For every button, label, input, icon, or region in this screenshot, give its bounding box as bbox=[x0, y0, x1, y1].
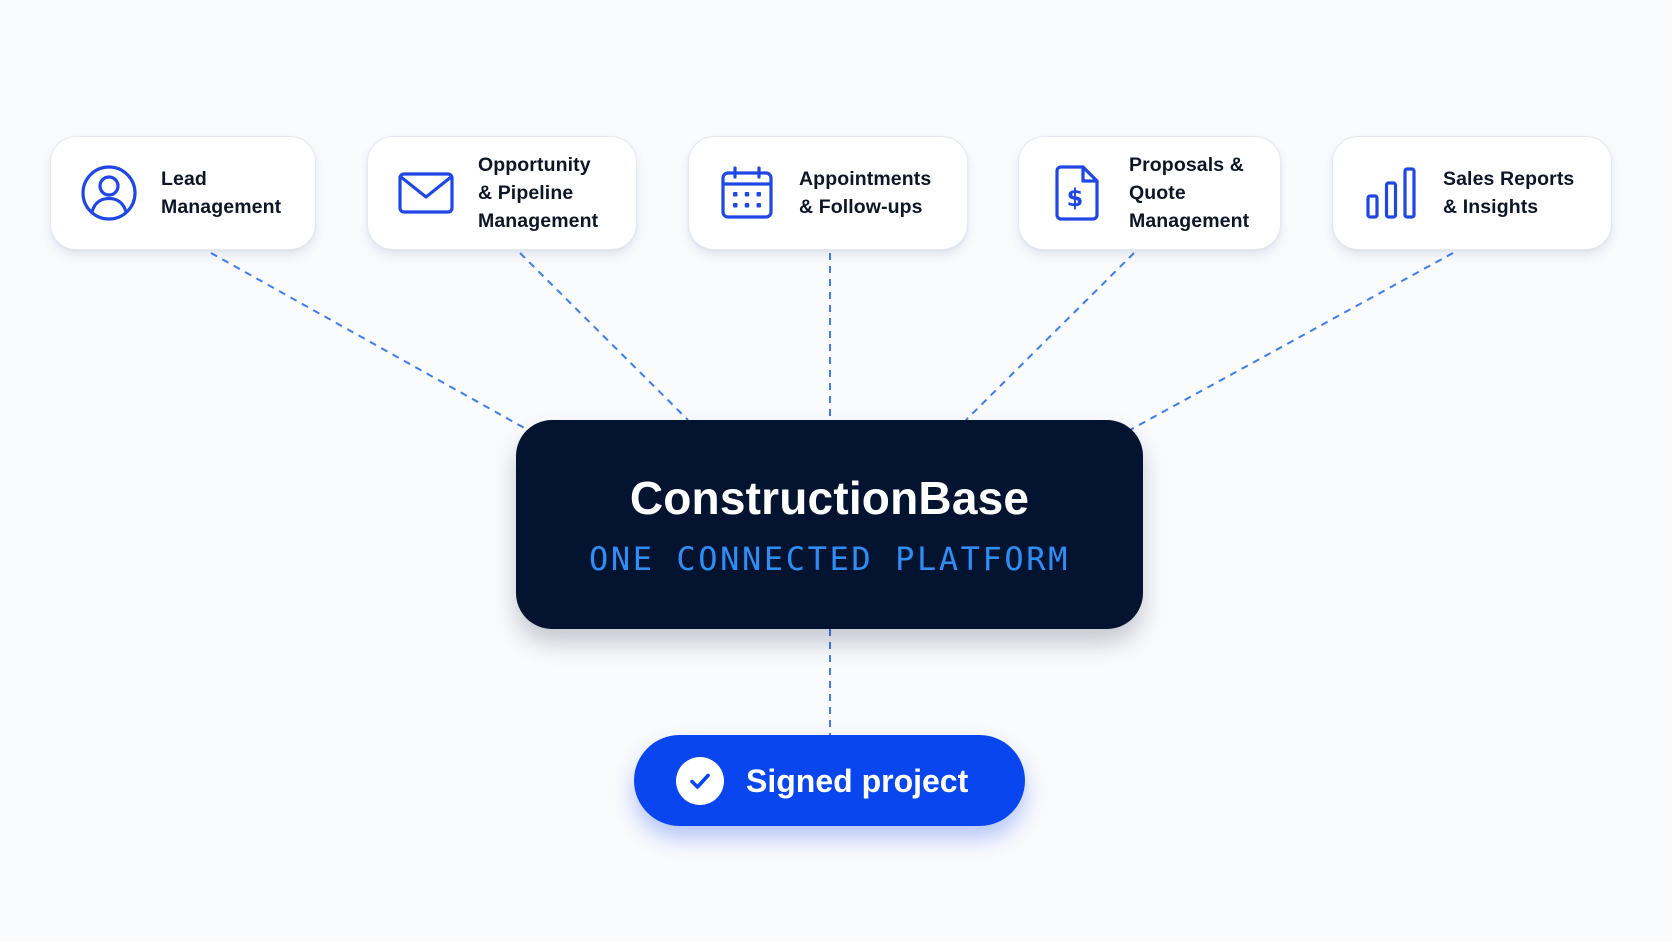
module-card-opportunity-pipeline: Opportunity & Pipeline Management bbox=[367, 136, 637, 250]
module-label-line: & Pipeline bbox=[478, 182, 574, 204]
module-label-line: Lead bbox=[161, 168, 207, 190]
connector-lead bbox=[210, 252, 529, 431]
module-card-sales-reports: Sales Reports & Insights bbox=[1332, 136, 1612, 250]
signed-project-pill: Signed project bbox=[634, 735, 1025, 826]
module-label-line: Sales Reports bbox=[1443, 168, 1575, 190]
envelope-icon bbox=[396, 163, 456, 223]
check-circle-icon bbox=[676, 756, 724, 805]
module-card-appointments: Appointments & Follow-ups bbox=[688, 136, 968, 250]
module-label: Proposals & Quote Management bbox=[1129, 151, 1249, 235]
platform-hub: ConstructionBase ONE CONNECTED PLATFORM bbox=[516, 420, 1143, 629]
hub-subtitle: ONE CONNECTED PLATFORM bbox=[588, 539, 1071, 578]
connector-opportunity bbox=[519, 252, 689, 421]
module-label-line: Management bbox=[478, 210, 599, 232]
dollar-document-icon: $ bbox=[1047, 163, 1107, 223]
svg-text:$: $ bbox=[1067, 184, 1084, 212]
module-label: Opportunity & Pipeline Management bbox=[478, 151, 598, 235]
module-label: Sales Reports & Insights bbox=[1443, 165, 1574, 221]
connector-proposals bbox=[965, 252, 1135, 421]
signed-project-label: Signed project bbox=[746, 762, 969, 799]
module-label-line: Proposals & bbox=[1129, 154, 1244, 176]
module-label-line: Quote bbox=[1129, 182, 1186, 204]
module-card-lead-management: Lead Management bbox=[50, 136, 316, 250]
module-label-line: Management bbox=[161, 196, 282, 218]
bar-chart-icon bbox=[1361, 163, 1421, 223]
module-label-line: & Insights bbox=[1443, 196, 1539, 218]
module-label-line: Opportunity bbox=[478, 154, 591, 176]
user-icon bbox=[79, 163, 139, 223]
calendar-icon bbox=[717, 163, 777, 223]
module-card-proposals-quotes: $ Proposals & Quote Management bbox=[1018, 136, 1281, 250]
module-label: Lead Management bbox=[161, 165, 281, 221]
connector-reports bbox=[1129, 252, 1454, 431]
module-label-line: & Follow-ups bbox=[799, 196, 923, 218]
module-label-line: Management bbox=[1129, 210, 1250, 232]
module-label: Appointments & Follow-ups bbox=[799, 165, 931, 221]
module-label-line: Appointments bbox=[799, 168, 932, 190]
hub-title: ConstructionBase bbox=[629, 471, 1030, 524]
